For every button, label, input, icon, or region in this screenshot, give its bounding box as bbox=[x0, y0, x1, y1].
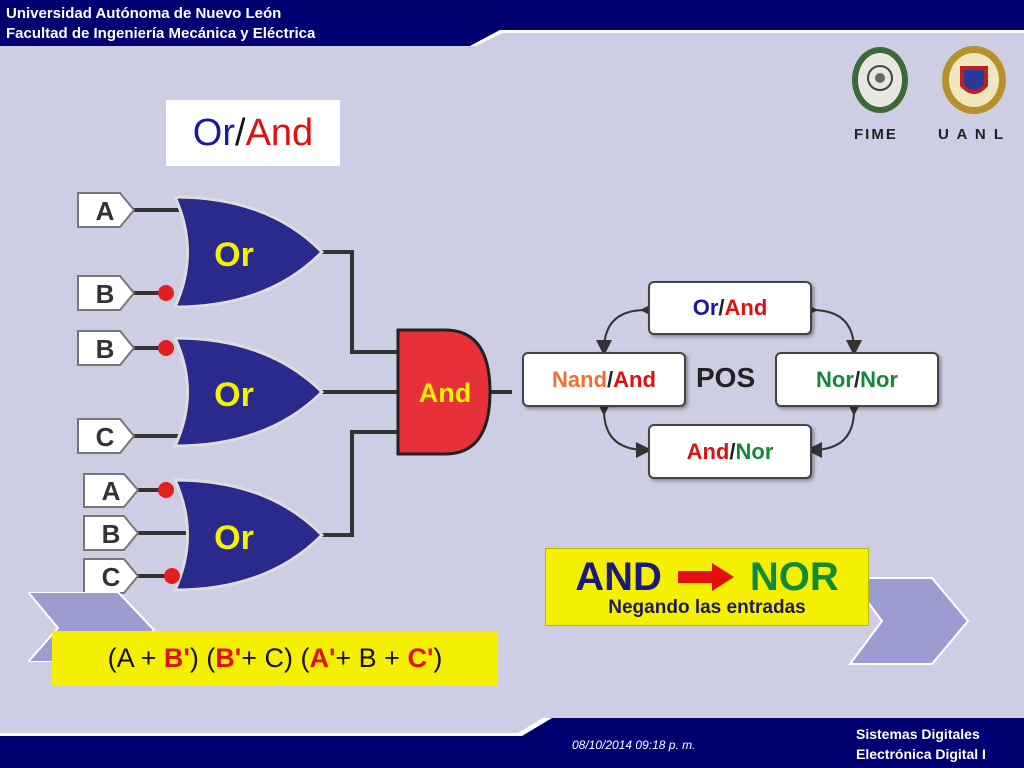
input-label: A bbox=[102, 476, 121, 506]
right-chevron-graphic bbox=[848, 577, 970, 665]
pos-label-b: And bbox=[613, 366, 656, 392]
input-label: B bbox=[96, 279, 115, 309]
input-label: C bbox=[96, 422, 115, 452]
pos-sep: / bbox=[729, 438, 736, 464]
and-to-nor-box: AND NOR Negando las entradas bbox=[545, 548, 869, 626]
expr-part: + B + bbox=[335, 643, 408, 673]
footer-bar bbox=[0, 718, 1024, 768]
boolean-expression: (A + B') (B'+ C) (A'+ B + C') bbox=[52, 631, 498, 686]
logic-circuit: A B B C A B C Or Or Or And bbox=[77, 192, 512, 594]
expr-part: ) ( bbox=[189, 643, 216, 673]
title-separator: / bbox=[235, 111, 246, 154]
bubble-icon bbox=[158, 482, 174, 498]
inversion-bubbles bbox=[158, 285, 180, 584]
right-arrow-icon bbox=[677, 563, 734, 591]
or-gate-3: Or bbox=[172, 478, 325, 592]
and-gate-label: And bbox=[419, 378, 471, 408]
conversion-subtitle: Negando las entradas bbox=[608, 597, 806, 618]
uanl-logo-icon bbox=[942, 46, 1006, 114]
bubble-icon bbox=[158, 285, 174, 301]
input-labels: A B B C A B C bbox=[77, 192, 140, 594]
and-gate: And bbox=[396, 328, 492, 456]
input-c-1: C bbox=[77, 418, 136, 454]
uanl-logo-text: U A N L bbox=[938, 126, 1006, 143]
expr-part: + C) ( bbox=[241, 643, 310, 673]
expr-part: ) bbox=[433, 643, 443, 673]
pos-label-a: Nor bbox=[816, 366, 854, 392]
pos-label-b: Nor bbox=[735, 438, 774, 464]
or-gate-label: Or bbox=[214, 236, 254, 274]
input-b-3: B bbox=[83, 515, 140, 551]
pos-arrows bbox=[595, 301, 863, 458]
bubble-icon bbox=[158, 340, 174, 356]
footer-course: Sistemas Digitales Electrónica Digital I bbox=[856, 724, 986, 764]
title-or: Or bbox=[192, 111, 236, 154]
header-title: Universidad Autónoma de Nuevo León Facul… bbox=[6, 4, 315, 44]
expr-complement: C' bbox=[407, 643, 434, 673]
page-title: Or / And bbox=[166, 100, 340, 166]
input-label: B bbox=[102, 519, 121, 549]
or-gate-1: Or bbox=[172, 195, 325, 309]
course-subject: Electrónica Digital I bbox=[856, 746, 986, 762]
title-and: And bbox=[245, 111, 314, 154]
header-bar bbox=[0, 0, 1024, 46]
input-a-2: A bbox=[83, 473, 140, 508]
footer-date: 08/10/2014 09:18 p. m. bbox=[572, 738, 696, 752]
input-label: C bbox=[102, 562, 121, 592]
bubble-icon bbox=[164, 568, 180, 584]
pos-label-b: Nor bbox=[860, 366, 898, 392]
conversion-from: AND bbox=[575, 555, 662, 599]
pos-label-a: Nand bbox=[552, 366, 608, 392]
input-b-1: B bbox=[77, 275, 136, 311]
pos-sep: / bbox=[607, 366, 614, 392]
pos-sep: / bbox=[853, 366, 861, 392]
pos-box-and-nor: And/Nor bbox=[648, 424, 812, 479]
pos-label-b: And bbox=[724, 295, 768, 320]
pos-label-a: Or bbox=[692, 295, 719, 320]
pos-sep: / bbox=[718, 295, 725, 320]
conversion-to: NOR bbox=[749, 555, 839, 599]
pos-box-or-and: Or/And bbox=[648, 281, 812, 335]
pos-center-label: POS bbox=[696, 362, 756, 393]
expr-complement: B' bbox=[215, 643, 242, 673]
input-label: B bbox=[96, 334, 115, 364]
university-name: Universidad Autónoma de Nuevo León bbox=[6, 5, 282, 22]
input-a-1: A bbox=[77, 192, 136, 228]
input-c-2: C bbox=[83, 558, 140, 594]
input-b-2: B bbox=[77, 330, 136, 366]
faculty-name: Facultad de Ingeniería Mecánica y Eléctr… bbox=[6, 25, 316, 42]
fime-logo-icon bbox=[852, 47, 908, 113]
or-gate-2: Or bbox=[172, 336, 325, 448]
expr-complement: B' bbox=[163, 643, 190, 673]
pos-box-nor-nor: Nor/Nor bbox=[775, 352, 939, 407]
or-gate-label: Or bbox=[214, 519, 254, 557]
course-name: Sistemas Digitales bbox=[856, 726, 980, 742]
expr-complement: A' bbox=[309, 643, 336, 673]
or-gate-label: Or bbox=[214, 376, 254, 414]
pos-label-a: And bbox=[686, 438, 730, 464]
fime-logo-text: FIME bbox=[854, 126, 898, 143]
pos-box-nand-and: Nand/And bbox=[522, 352, 686, 407]
expr-part: (A + bbox=[107, 643, 164, 673]
logos-graphic bbox=[852, 46, 1006, 114]
input-label: A bbox=[96, 196, 115, 226]
